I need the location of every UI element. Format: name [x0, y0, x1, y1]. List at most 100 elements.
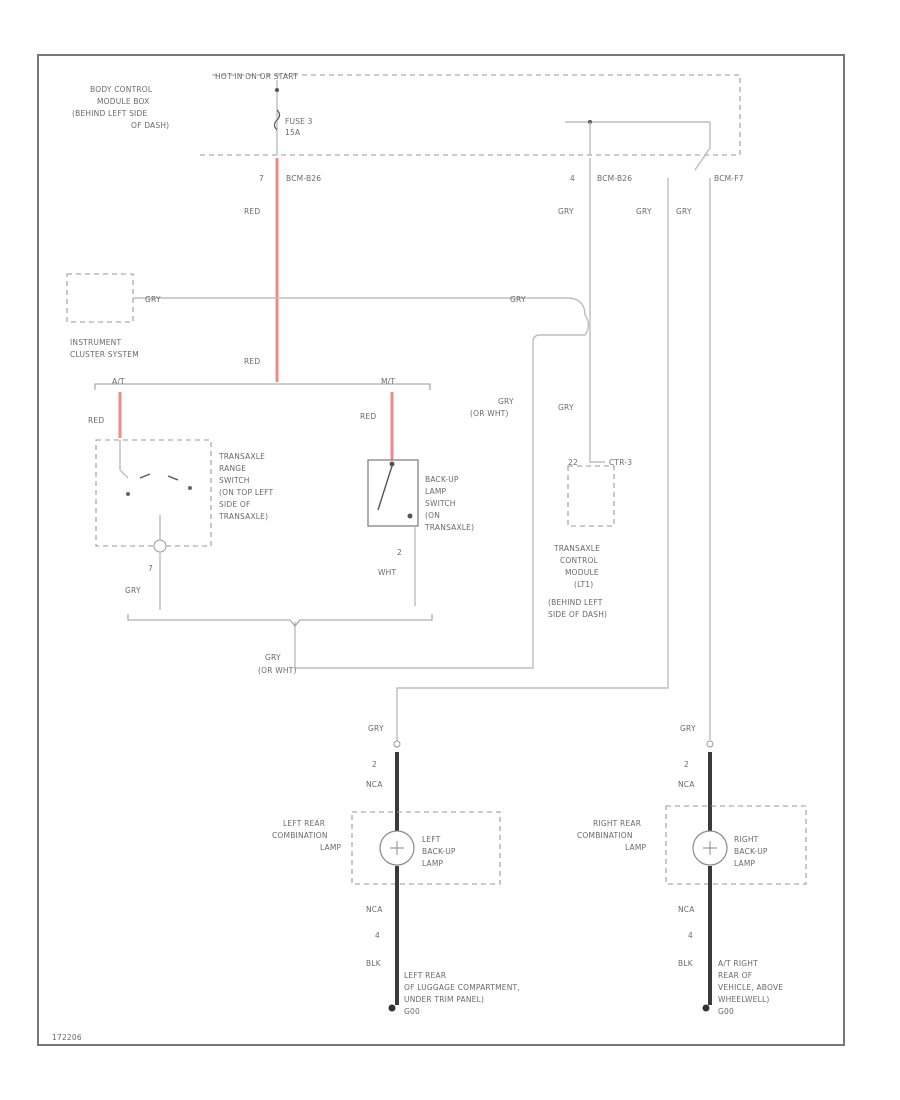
wire-gry-ic: GRY: [145, 295, 161, 304]
bul-label-1: BACK-UP: [425, 475, 459, 484]
hot-feed-node: [275, 88, 279, 92]
tcm-connector: CTR-3: [609, 458, 632, 467]
right-conn-bot: NCA: [678, 905, 695, 914]
right-ground-2: REAR OF: [718, 971, 752, 980]
wire-gry-tcm: GRY: [558, 403, 574, 412]
right-lamp-label-2: COMBINATION: [577, 831, 633, 840]
bul-label-3: SWITCH: [425, 499, 456, 508]
right-lamp-label-3: LAMP: [625, 843, 647, 852]
gry-or-wht-1b: (OR WHT): [470, 409, 509, 418]
tcm-label-5: (BEHIND LEFT: [548, 598, 603, 607]
bul-switch-pivot: [389, 461, 395, 467]
trs-label-1: TRANSAXLE: [218, 452, 265, 461]
bul-switch-blade: [377, 465, 393, 511]
gry-wire-ic: [133, 297, 590, 669]
bcm-connector-b: BCM-B26: [597, 174, 632, 183]
trs-label-5: SIDE OF: [219, 500, 251, 509]
trs-label-4: (ON TOP LEFT: [219, 488, 274, 497]
tcm-label-6: SIDE OF DASH): [548, 610, 607, 619]
bcm-label-4: OF DASH): [131, 121, 169, 130]
right-ground-3: VEHICLE, ABOVE: [718, 983, 783, 992]
fuse-symbol: [273, 109, 281, 131]
figure-id: 172206: [52, 1033, 82, 1042]
tcm-label-2: CONTROL: [560, 556, 599, 565]
bcm-label-1: BODY CONTROL: [90, 85, 153, 94]
bul-pin: 2: [397, 548, 402, 557]
left-lamp-label-1: LEFT REAR: [283, 819, 325, 828]
right-bulb-label-1: RIGHT: [734, 835, 759, 844]
trs-label-2: RANGE: [219, 464, 246, 473]
trs-wire-gry: GRY: [125, 586, 141, 595]
ic-label-1: INSTRUMENT: [70, 338, 121, 347]
left-conn-top-label: NCA: [366, 780, 383, 789]
left-ground-icon: [388, 1004, 396, 1012]
left-bulb-label-3: LAMP: [422, 859, 444, 868]
right-ground-5: G00: [718, 1007, 734, 1016]
bul-switch-box: [367, 459, 419, 527]
gry-wire-left-lamp: [396, 178, 669, 740]
trs-pin: 7: [148, 564, 153, 573]
tcm-label-1: TRANSAXLE: [553, 544, 600, 553]
right-ground-4: WHEELWELL): [718, 995, 769, 1004]
left-conn-bot: NCA: [366, 905, 383, 914]
right-wire-bot: BLK: [678, 959, 694, 968]
bcm-label-3: (BEHIND LEFT SIDE: [72, 109, 147, 118]
left-ground-3: UNDER TRIM PANEL): [404, 995, 484, 1004]
wire-red-1: RED: [244, 207, 260, 216]
right-bulb-label-3: LAMP: [734, 859, 756, 868]
ic-label-2: CLUSTER SYSTEM: [70, 350, 139, 359]
trs-contacts: [139, 473, 179, 481]
trs-label-6: TRANSAXLE): [218, 512, 268, 521]
wire-red-at: RED: [88, 416, 104, 425]
wire-gry-3: GRY: [676, 207, 692, 216]
fuse-name: FUSE 3: [285, 117, 313, 126]
diagram-border: [37, 54, 845, 1046]
bcm-pin-4: 4: [570, 174, 575, 183]
bcm-pin-7: 7: [259, 174, 264, 183]
right-pin-bot: 4: [688, 931, 693, 940]
bul-wire-wht: WHT: [378, 568, 396, 577]
trs-connector: [153, 539, 167, 553]
split-brace-bottom: [127, 614, 433, 627]
bcm-label-2: MODULE BOX: [97, 97, 150, 106]
gry-or-wht-2b: (OR WHT): [258, 666, 297, 675]
tcm-in-wire: [589, 455, 605, 463]
left-ground-1: LEFT REAR: [404, 971, 446, 980]
right-lamp-label-1: RIGHT REAR: [593, 819, 641, 828]
right-ground-1: A/T RIGHT: [718, 959, 758, 968]
right-bulb-filament: [703, 841, 717, 855]
wire-red-mt: RED: [360, 412, 376, 421]
right-bulb-label-2: BACK-UP: [734, 847, 768, 856]
tcm-label-4: (LT1): [574, 580, 593, 589]
gry-or-wht-2a: GRY: [265, 653, 281, 662]
right-lamp-box: [665, 805, 807, 885]
left-ground-4: G00: [404, 1007, 420, 1016]
right-conn-top: [706, 740, 714, 748]
instrument-cluster-box: [66, 273, 134, 323]
left-ground-2: OF LUGGAGE COMPARTMENT,: [404, 983, 520, 992]
tcm-pin: 22: [568, 458, 578, 467]
conn-at: A/T: [112, 377, 125, 386]
left-wire-top: GRY: [368, 724, 384, 733]
right-conn-top-label: NCA: [678, 780, 695, 789]
conn-mt: M/T: [381, 377, 395, 386]
left-bulb-label-1: LEFT: [422, 835, 441, 844]
left-bulb-filament: [390, 841, 404, 855]
bul-label-2: LAMP: [425, 487, 447, 496]
bul-label-5: TRANSAXLE): [424, 523, 474, 532]
wire-gry-ic2: GRY: [510, 295, 526, 304]
bul-switch-contact: [407, 513, 413, 519]
wire-gry-1: GRY: [558, 207, 574, 216]
trs-label-3: SWITCH: [219, 476, 250, 485]
left-lamp-label-2: COMBINATION: [272, 831, 328, 840]
wire-red-2: RED: [244, 357, 260, 366]
left-lamp-box: [351, 811, 501, 885]
right-ground-icon: [702, 1004, 710, 1012]
trs-box: [95, 439, 212, 547]
right-wire-top: GRY: [680, 724, 696, 733]
bul-label-4: (ON: [425, 511, 440, 520]
fuse-rating: 15A: [285, 128, 301, 137]
trs-pole-1: [126, 492, 130, 496]
left-conn-top: [393, 740, 401, 748]
